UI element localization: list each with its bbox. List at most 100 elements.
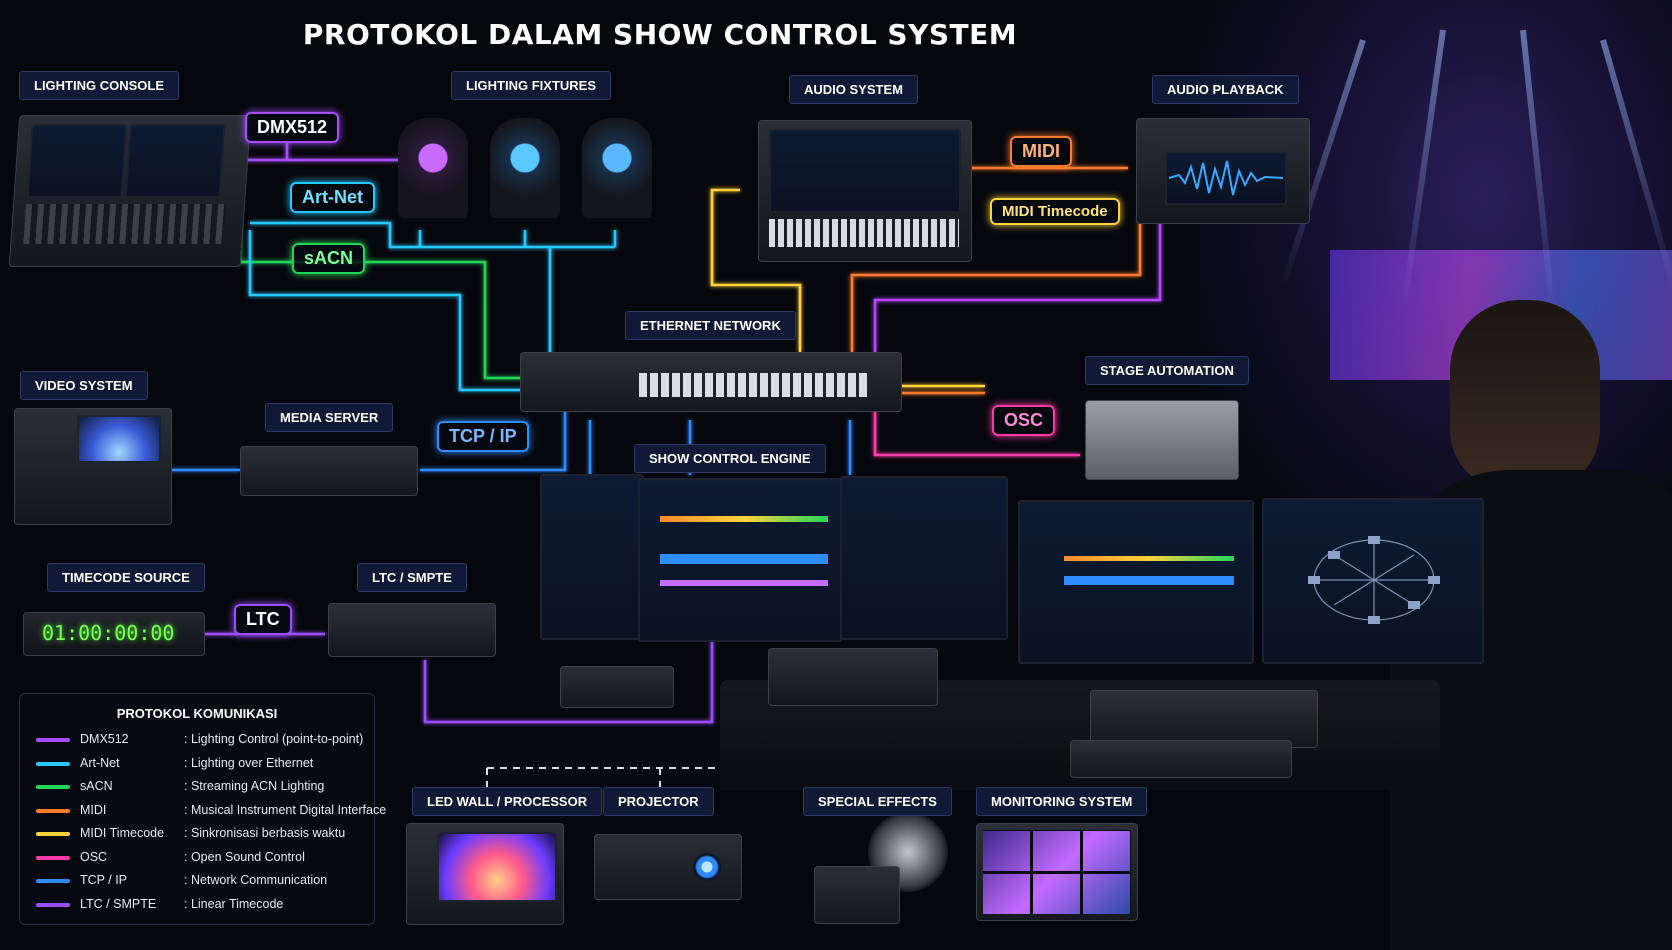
audio-screen xyxy=(769,129,961,213)
tag-ltc: LTC xyxy=(234,604,292,635)
legend-item: MIDI : Musical Instrument Digital Interfa… xyxy=(36,801,386,821)
audio-keys xyxy=(769,219,959,247)
page-title: PROTOKOL DALAM SHOW CONTROL SYSTEM xyxy=(302,18,1018,51)
tag-sacn: sACN xyxy=(292,243,366,274)
timeline-track xyxy=(1064,556,1234,561)
label-special-effects: SPECIAL EFFECTS xyxy=(803,787,952,816)
tag-tcp-ip: TCP / IP xyxy=(437,421,529,452)
timecode-readout: 01:00:00:00 xyxy=(42,621,175,645)
label-video-system: VIDEO SYSTEM xyxy=(20,371,148,400)
moving-head-fixture xyxy=(398,118,468,218)
legend-item: LTC / SMPTE : Linear Timecode xyxy=(36,895,366,915)
legend-protocol-name: sACN xyxy=(80,779,113,793)
audio-system-device xyxy=(758,120,972,262)
video-preview-screen xyxy=(77,415,161,463)
timeline-track xyxy=(660,580,828,586)
legend-item: DMX512 : Lighting Control (point-to-point… xyxy=(36,730,366,750)
protocol-legend: PROTOKOL KOMUNIKASI DMX512 : Lighting Con… xyxy=(19,693,386,925)
tag-dmx512: DMX512 xyxy=(245,112,340,143)
legend-protocol-description: : Musical Instrument Digital Interface xyxy=(184,802,387,817)
media-server-device xyxy=(240,446,418,496)
operator-monitor xyxy=(1262,498,1484,664)
button-controller-device xyxy=(560,666,674,708)
lighting-desk-device xyxy=(1090,690,1318,748)
timeline-track xyxy=(1064,576,1234,585)
label-show-control-engine: SHOW CONTROL ENGINE xyxy=(634,444,826,473)
sacn-line xyxy=(238,230,560,380)
moving-head-fixture xyxy=(582,118,652,218)
tag-artnet: Art-Net xyxy=(290,182,375,213)
projector-lens-icon xyxy=(693,853,721,881)
legend-protocol-name: Art-Net xyxy=(80,755,120,770)
waveform-icon xyxy=(1168,160,1284,196)
legend-protocol-description: : Network Communication xyxy=(184,873,328,887)
led-wall-device xyxy=(406,823,564,925)
console-screen xyxy=(124,124,226,198)
tag-osc: OSC xyxy=(992,405,1056,436)
legend-title: PROTOKOL KOMUNIKASI xyxy=(116,706,278,721)
legend-protocol-name: TCP / IP xyxy=(80,873,128,887)
ltc-to-engine-line xyxy=(423,640,714,724)
video-system-device xyxy=(14,408,172,525)
timeline-track xyxy=(660,554,828,564)
projector-device xyxy=(594,834,742,900)
artnet-to-switch-line-2 xyxy=(248,230,560,392)
timeline-track xyxy=(660,516,828,522)
osc-to-automation-line xyxy=(873,395,1080,457)
label-lighting-console: LIGHTING CONSOLE xyxy=(19,71,179,100)
label-ltc-smpte: LTC / SMPTE xyxy=(357,563,467,592)
ltc-smpte-device xyxy=(328,603,496,657)
legend-protocol-name: MIDI xyxy=(80,802,107,817)
legend-swatch xyxy=(36,808,70,813)
label-media-server: MEDIA SERVER xyxy=(265,403,394,432)
legend-protocol-description: : Streaming ACN Lighting xyxy=(184,779,325,793)
midi-timecode-line xyxy=(710,188,802,352)
switch-ports xyxy=(639,373,869,397)
legend-swatch xyxy=(36,785,70,789)
label-audio-playback: AUDIO PLAYBACK xyxy=(1152,75,1299,104)
led-wall-screen xyxy=(437,832,557,902)
osc-line xyxy=(873,215,1162,352)
operator-monitor xyxy=(1018,500,1254,664)
console-faders xyxy=(23,204,227,244)
legend-swatch xyxy=(36,761,70,766)
legend-protocol-name: DMX512 xyxy=(80,732,129,746)
show-control-monitor xyxy=(638,478,842,642)
audio-playback-device xyxy=(1136,118,1310,224)
keyboard-device xyxy=(1070,740,1292,778)
moving-head-fixture xyxy=(490,118,560,218)
legend-item: TCP / IP : Network Communication xyxy=(36,871,366,891)
ethernet-switch-device xyxy=(520,352,902,412)
tag-midi: MIDI xyxy=(1010,136,1072,167)
legend-swatch xyxy=(36,832,70,836)
legend-protocol-description: : Lighting Control (point-to-point) xyxy=(184,732,364,746)
artnet-line xyxy=(250,221,617,249)
legend-swatch xyxy=(36,738,70,742)
legend-protocol-description: : Linear Timecode xyxy=(184,896,284,911)
tcp-ip-line xyxy=(420,398,567,472)
label-led-wall: LED WALL / PROCESSOR xyxy=(412,787,603,816)
node-graph-icon xyxy=(1308,536,1440,624)
lighting-console-device xyxy=(8,115,252,267)
show-control-monitor xyxy=(540,474,644,640)
legend-protocol-description: : Open Sound Control xyxy=(184,849,305,864)
midi-to-switch-line xyxy=(850,215,1142,352)
legend-item: Art-Net: Lighting over Ethernet xyxy=(36,754,366,774)
monitor-grid xyxy=(983,830,1131,914)
midi-controller-device xyxy=(768,648,938,706)
operator-head xyxy=(1450,300,1600,490)
label-timecode-source: TIMECODE SOURCE xyxy=(47,563,205,592)
legend-item: MIDI Timecode: Sinkronisasi berbasis wak… xyxy=(36,824,366,844)
legend-protocol-name: OSC xyxy=(80,849,108,864)
label-projector: PROJECTOR xyxy=(603,787,714,816)
legend-protocol-description: : Sinkronisasi berbasis waktu xyxy=(184,826,346,840)
label-stage-automation: STAGE AUTOMATION xyxy=(1085,356,1249,385)
tag-midi-timecode: MIDI Timecode xyxy=(990,198,1120,225)
label-monitoring-system: MONITORING SYSTEM xyxy=(976,787,1148,816)
legend-protocol-name: LTC / SMPTE xyxy=(80,896,157,911)
label-ethernet-network: ETHERNET NETWORK xyxy=(625,311,796,340)
legend-swatch xyxy=(36,879,70,883)
stage-automation-device xyxy=(1085,400,1239,480)
show-control-monitor xyxy=(840,476,1008,640)
